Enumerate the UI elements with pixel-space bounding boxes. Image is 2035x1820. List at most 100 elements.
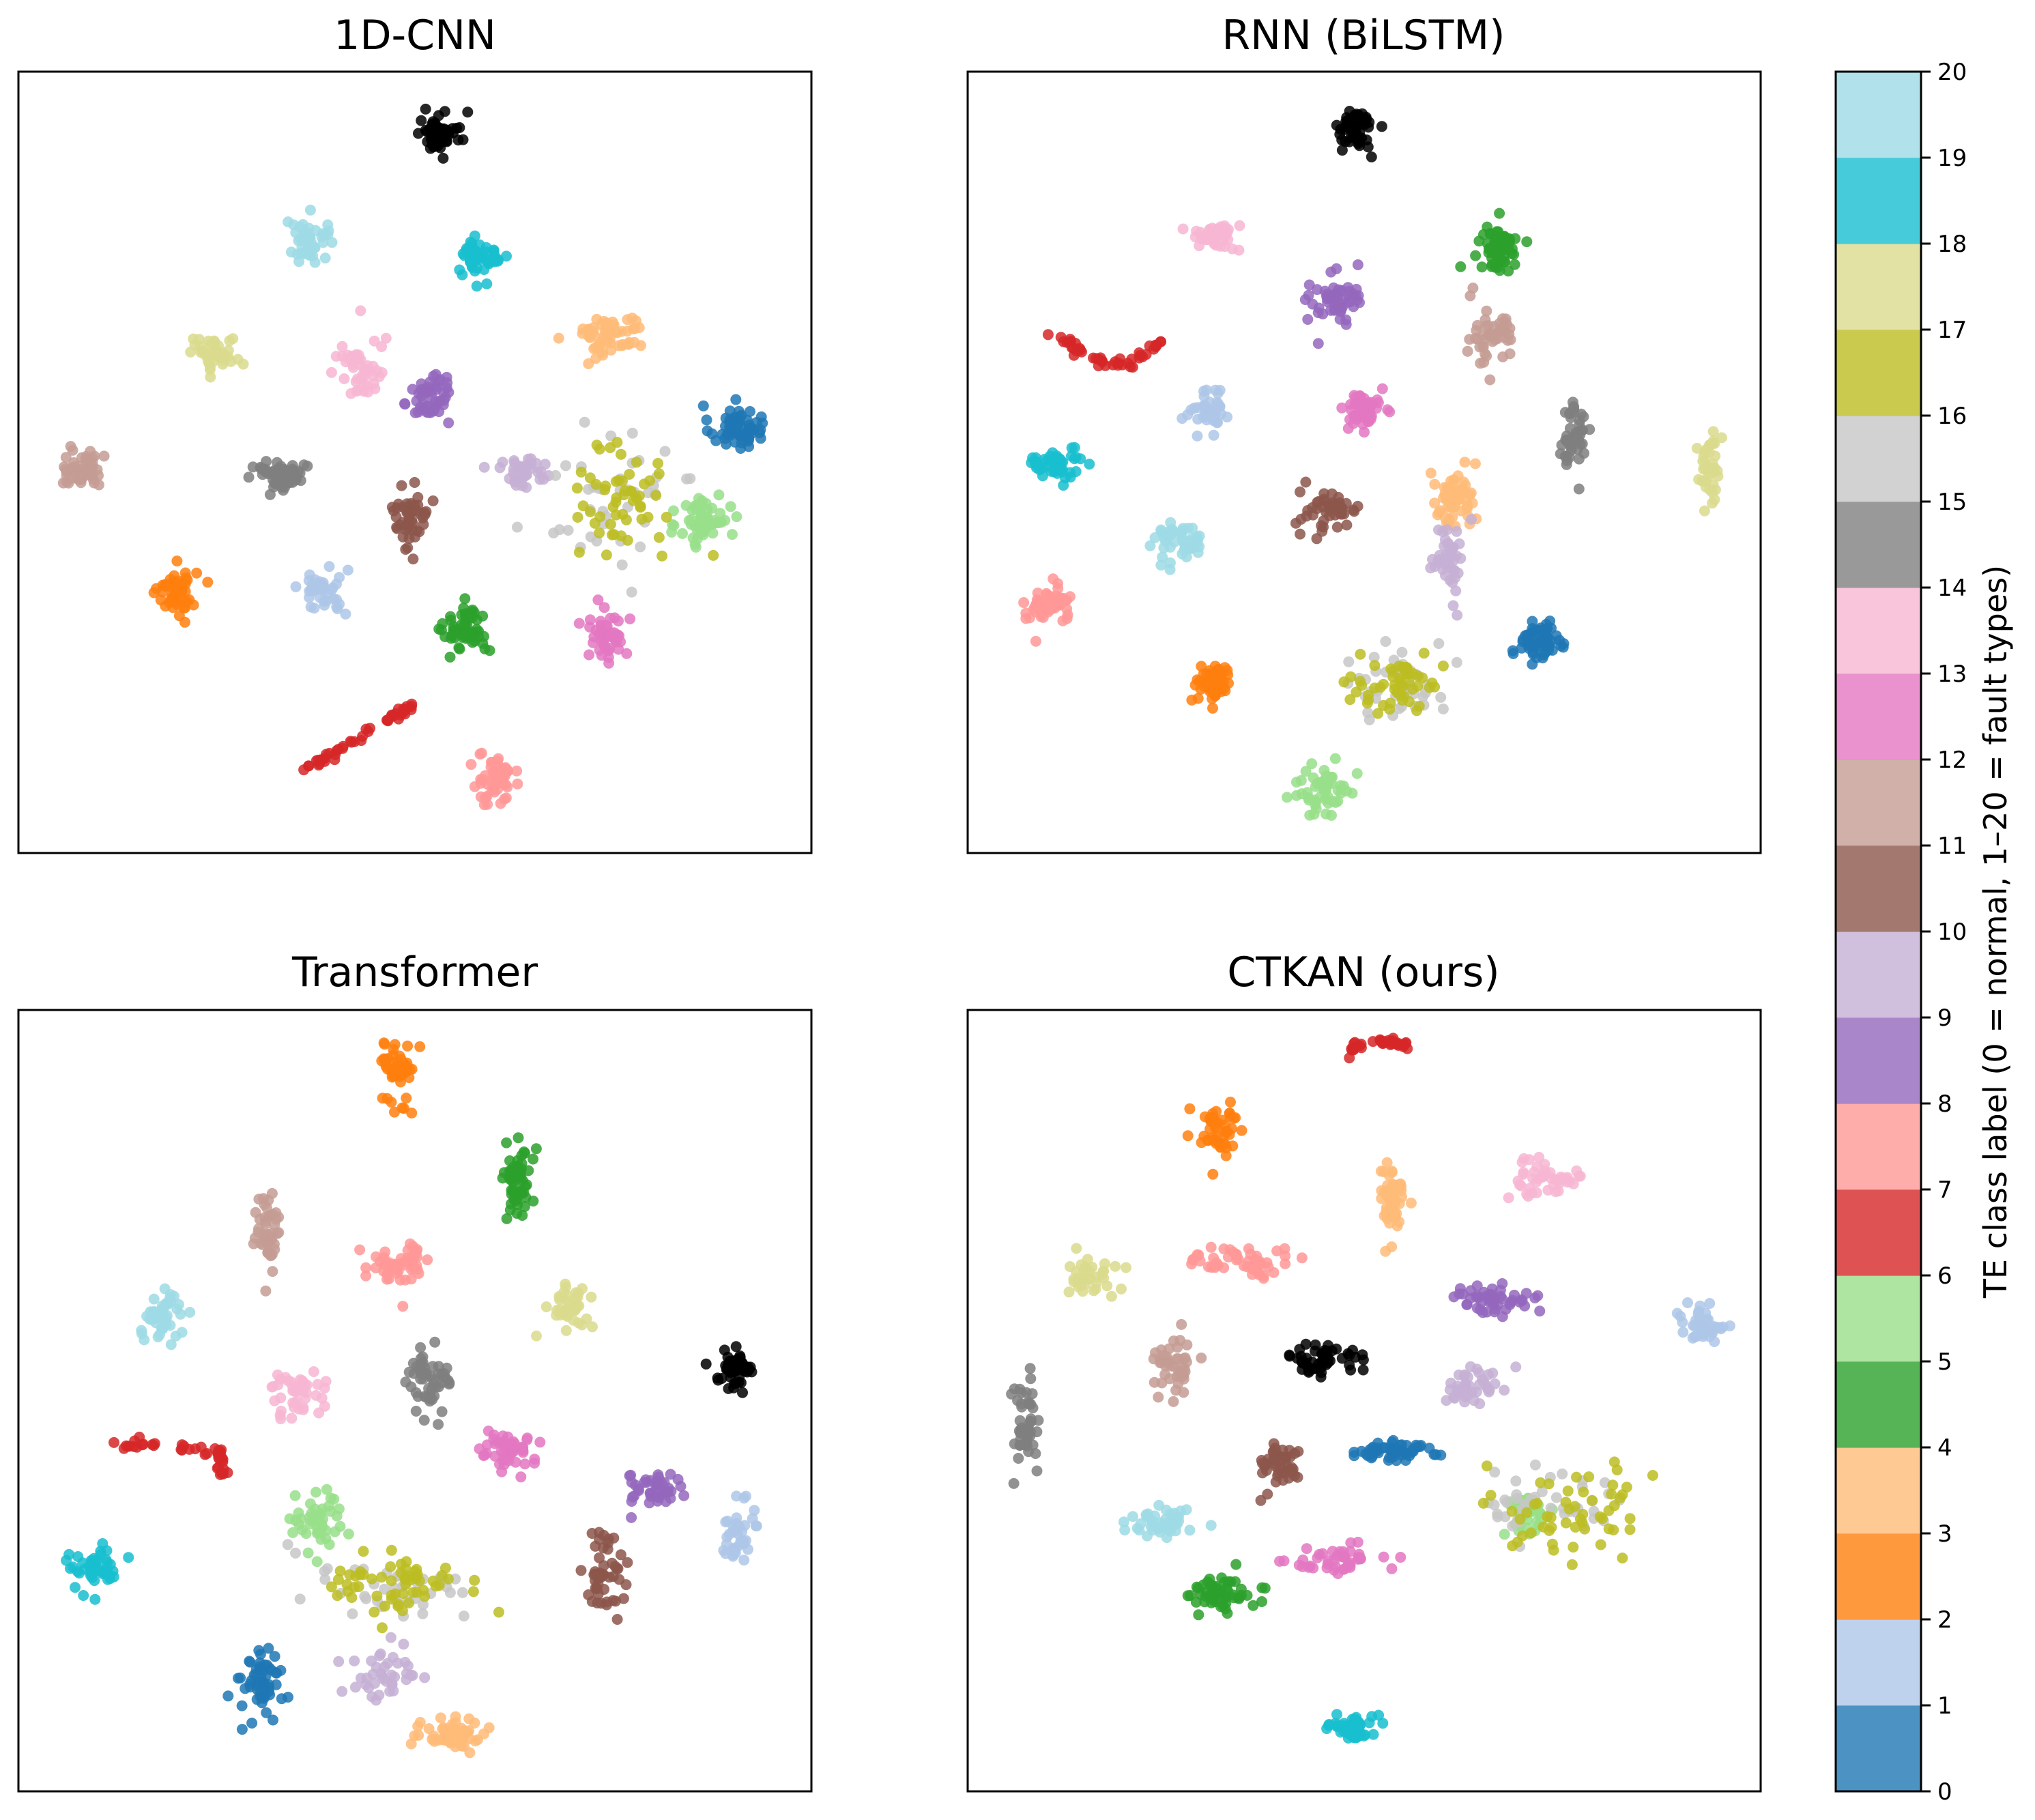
- scatter-point-class-1: [721, 1538, 732, 1550]
- scatter-point-class-0: [1507, 648, 1519, 659]
- scatter-point-class-8: [1471, 1280, 1483, 1292]
- scatter-point-class-14: [1563, 437, 1575, 448]
- scatter-point-class-20: [746, 1366, 757, 1378]
- scatter-point-class-1: [1211, 396, 1223, 408]
- scatter-point-class-18: [86, 1555, 98, 1567]
- scatter-point-class-0: [755, 411, 767, 422]
- scatter-point-class-12: [1317, 1548, 1328, 1559]
- scatter-point-class-19: [319, 229, 330, 241]
- scatter-point-class-15: [1451, 656, 1462, 668]
- scatter-point-class-20: [1294, 1344, 1305, 1355]
- scatter-point-class-15: [626, 586, 637, 598]
- scatter-point-class-13: [1220, 231, 1231, 242]
- scatter-point-class-3: [1442, 482, 1454, 493]
- scatter-point-class-2: [1218, 1129, 1230, 1141]
- scatter-point-class-13: [1571, 1165, 1583, 1176]
- colorbar-tick-label: 2: [1937, 1606, 1952, 1634]
- scatter-point-class-9: [1459, 1369, 1471, 1381]
- scatter-point-class-6: [321, 749, 332, 760]
- scatter-point-class-15: [1368, 652, 1380, 663]
- colorbar-swatch-8: [1836, 1017, 1921, 1104]
- scatter-point-class-18: [1084, 459, 1095, 470]
- scatter-point-class-14: [1573, 483, 1585, 495]
- scatter-point-class-3: [438, 1722, 450, 1733]
- scatter-point-class-4: [504, 1204, 516, 1216]
- scatter-point-class-19: [1184, 1525, 1196, 1536]
- scatter-point-class-17: [1106, 1290, 1117, 1302]
- scatter-point-class-0: [702, 425, 713, 437]
- scatter-point-class-2: [171, 555, 183, 567]
- scatter-point-class-3: [459, 1741, 470, 1752]
- scatter-point-class-18: [89, 1575, 100, 1587]
- scatter-point-class-16: [616, 448, 626, 460]
- scatter-point-class-14: [1024, 1363, 1036, 1374]
- scatter-point-class-11: [88, 477, 100, 489]
- scatter-point-class-2: [396, 1102, 408, 1114]
- scatter-point-class-8: [1461, 1299, 1473, 1310]
- scatter-point-class-16: [469, 1574, 480, 1586]
- scatter-point-class-14: [441, 1362, 452, 1374]
- scatter-point-class-1: [304, 569, 315, 581]
- scatter-point-class-16: [1361, 697, 1373, 709]
- scatter-point-class-18: [1058, 480, 1069, 491]
- colorbar-swatch-0: [1836, 1705, 1921, 1792]
- colorbar-tick-label: 0: [1937, 1778, 1952, 1806]
- scatter-point-class-6: [1348, 1043, 1360, 1054]
- scatter-point-class-18: [1377, 1718, 1389, 1729]
- scatter-point-class-5: [287, 1527, 299, 1538]
- scatter-point-class-9: [1489, 1378, 1501, 1389]
- scatter-point-class-8: [641, 1477, 652, 1488]
- scatter-point-class-7: [1202, 1261, 1214, 1273]
- scatter-point-class-16: [386, 1575, 397, 1587]
- scatter-point-class-11: [260, 1218, 272, 1230]
- scatter-point-class-16: [332, 1574, 344, 1585]
- scatter-point-class-18: [1055, 463, 1067, 474]
- scatter-point-class-0: [246, 1718, 258, 1729]
- colorbar-swatch-13: [1836, 588, 1921, 674]
- scatter-point-class-16: [1608, 1500, 1620, 1512]
- scatter-point-class-17: [1071, 1243, 1082, 1254]
- scatter-point-class-17: [208, 335, 220, 347]
- scatter-point-class-1: [738, 1537, 749, 1549]
- scatter-point-class-20: [1362, 141, 1374, 153]
- scatter-point-class-6: [210, 1443, 221, 1454]
- scatter-point-class-15: [635, 541, 646, 553]
- scatter-point-class-2: [148, 587, 160, 598]
- scatter-point-class-0: [250, 1669, 262, 1680]
- scatter-point-class-15: [1437, 703, 1449, 714]
- scatter-point-class-11: [261, 1202, 272, 1213]
- scatter-point-class-11: [1484, 374, 1496, 386]
- scatter-point-class-5: [677, 528, 688, 539]
- scatter-point-class-10: [1324, 510, 1336, 521]
- scatter-point-class-0: [259, 1659, 270, 1671]
- scatter-point-class-15: [562, 525, 574, 536]
- scatter-point-class-1: [340, 608, 351, 620]
- scatter-point-class-16: [573, 547, 585, 558]
- scatter-point-class-8: [1351, 283, 1362, 295]
- scatter-point-class-20: [1336, 1353, 1348, 1364]
- scatter-point-class-1: [1724, 1320, 1735, 1331]
- scatter-point-class-18: [1075, 453, 1086, 465]
- scatter-point-class-0: [283, 1692, 293, 1703]
- scatter-point-class-16: [1574, 1514, 1586, 1525]
- scatter-point-class-12: [521, 1432, 533, 1444]
- scatter-point-class-4: [1494, 265, 1505, 276]
- colorbar-tick-label: 17: [1937, 317, 1967, 344]
- scatter-point-class-5: [290, 1515, 302, 1527]
- scatter-point-class-7: [384, 1265, 395, 1277]
- scatter-point-class-11: [267, 1266, 278, 1277]
- scatter-point-class-10: [1293, 1446, 1304, 1457]
- scatter-point-class-16: [575, 466, 587, 478]
- scatter-point-class-11: [1181, 1339, 1193, 1350]
- scatter-point-class-15: [659, 446, 671, 457]
- scatter-point-class-12: [1376, 383, 1388, 394]
- scatter-point-class-14: [1576, 408, 1587, 420]
- scatter-point-class-13: [326, 366, 337, 378]
- scatter-point-class-15: [347, 1608, 358, 1619]
- scatter-point-class-2: [191, 567, 203, 579]
- scatter-point-class-20: [724, 1355, 736, 1367]
- scatter-point-class-7: [495, 772, 506, 783]
- scatter-point-class-16: [1571, 1471, 1582, 1483]
- scatter-point-class-0: [263, 1643, 274, 1654]
- scatter-point-class-16: [571, 482, 583, 494]
